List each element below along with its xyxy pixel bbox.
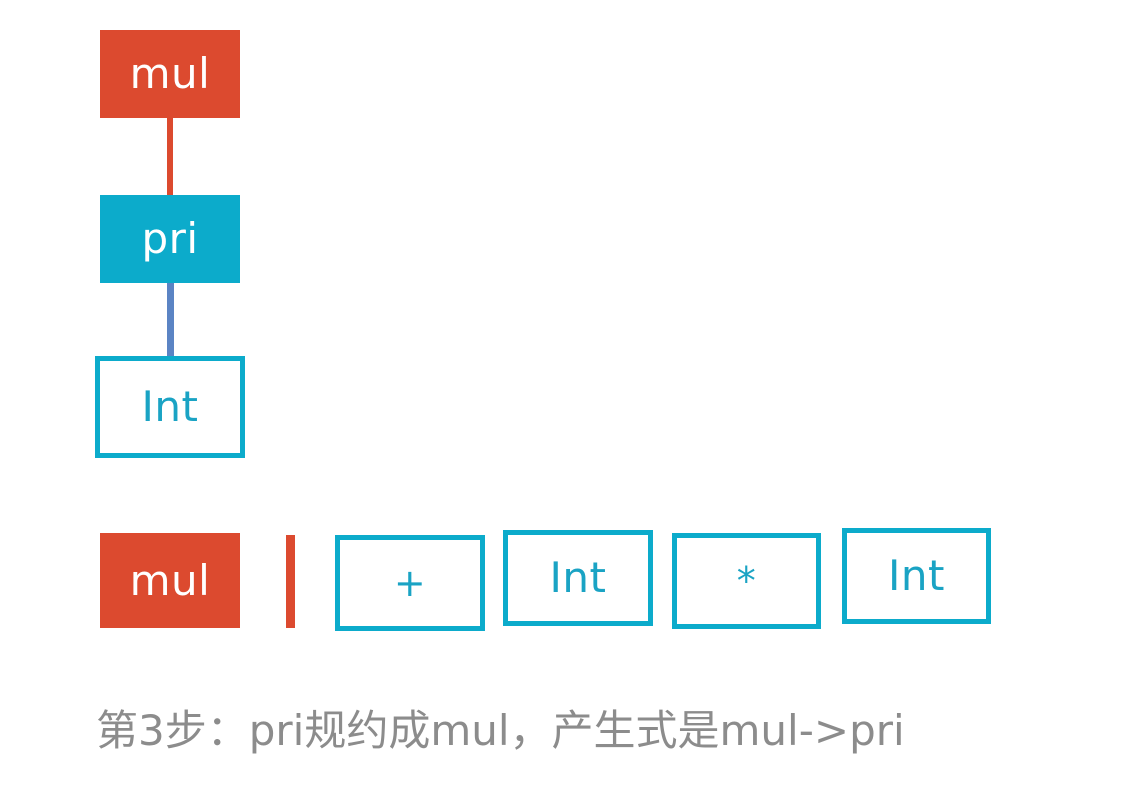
tree-node-int-label: Int — [141, 382, 199, 431]
input-token-int-2-label: Int — [888, 551, 945, 600]
tree-edge-mul-pri — [167, 118, 173, 196]
tree-edge-pri-int — [167, 283, 174, 358]
input-token-int-1[interactable]: Int — [503, 530, 653, 626]
input-token-int-2[interactable]: Int — [842, 528, 991, 624]
tree-node-mul-label: mul — [129, 49, 211, 98]
figure-caption: 第3步：pri规约成mul，产生式是mul->pri — [96, 706, 905, 755]
input-token-star-label: * — [736, 559, 757, 603]
input-token-star[interactable]: * — [672, 533, 821, 629]
stack-input-separator — [286, 535, 295, 628]
tree-node-mul[interactable]: mul — [100, 30, 240, 118]
tree-node-pri-label: pri — [141, 214, 199, 263]
tree-node-int[interactable]: Int — [95, 356, 245, 458]
input-token-plus[interactable]: + — [335, 535, 485, 631]
tree-node-pri[interactable]: pri — [100, 195, 240, 283]
stack-item-mul-label: mul — [129, 555, 211, 605]
input-token-plus-label: + — [393, 561, 427, 605]
input-token-int-1-label: Int — [549, 553, 607, 602]
stack-item-mul[interactable]: mul — [100, 533, 240, 628]
